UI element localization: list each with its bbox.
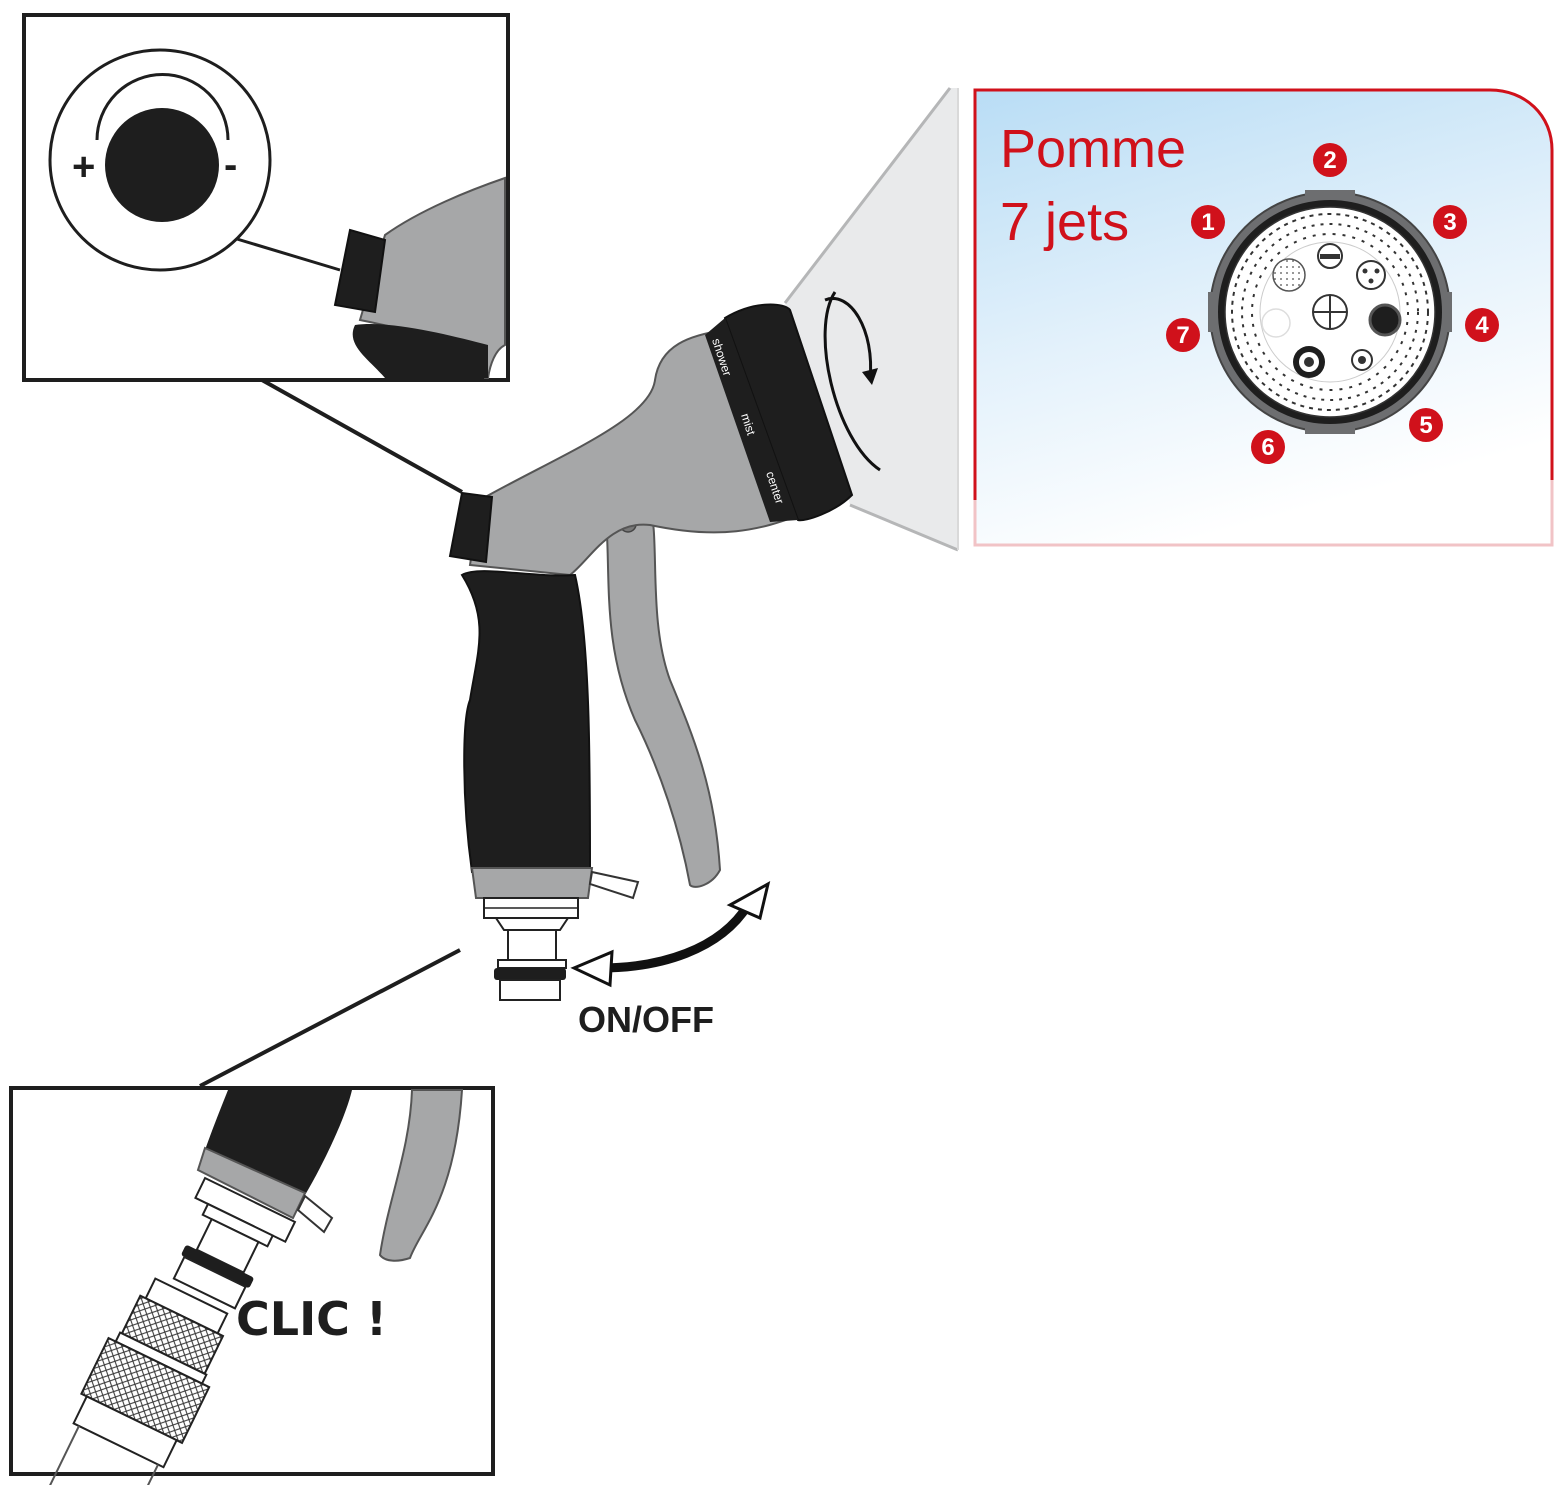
on-off-label: ON/OFF	[578, 999, 714, 1040]
leader-line-connector	[199, 948, 461, 1088]
inset-hose-connection	[9, 1086, 495, 1485]
circular-arrow-icon	[823, 291, 881, 472]
jet-badge-6	[1251, 430, 1285, 464]
handle-grip[interactable]	[460, 570, 592, 874]
hose-connector	[483, 897, 579, 1001]
flow-dial-knob[interactable]	[448, 491, 494, 564]
jet-number-2: 2	[1323, 147, 1336, 174]
handle-collar	[470, 867, 594, 899]
jet-number-6: 6	[1261, 434, 1274, 461]
jet-number-3: 3	[1443, 209, 1456, 236]
jet-number-4: 4	[1475, 312, 1489, 339]
spray-face	[1208, 190, 1452, 434]
ring-label-mist: mist	[738, 412, 758, 438]
panel-title-line2: 7 jets	[1000, 192, 1129, 252]
dial-plus-sign: +	[72, 145, 95, 189]
jet-badge-7	[1166, 318, 1200, 352]
leader-line-dial	[252, 373, 463, 494]
double-curved-arrow-icon	[570, 881, 771, 988]
jet-badge-3	[1433, 205, 1467, 239]
jet-number-badges	[1166, 143, 1499, 464]
jet-badge-2	[1313, 143, 1347, 177]
jet-number-labels: 1 2 3 4 5 6 7	[1176, 147, 1489, 461]
inset-flow-dial	[22, 13, 510, 382]
dial-minus-sign: -	[224, 143, 237, 187]
spray-cone-edge-bottom	[849, 503, 959, 552]
panel-title-line1: Pomme	[1000, 119, 1186, 179]
jet-badge-4	[1465, 308, 1499, 342]
jet-badge-5	[1409, 408, 1443, 442]
jet-number-5: 5	[1419, 412, 1432, 439]
spray-cone	[785, 88, 958, 550]
spray-cone-edge-top	[783, 87, 952, 304]
jet-badge-1	[1191, 205, 1225, 239]
jet-number-1: 1	[1201, 209, 1214, 236]
jet-number-7: 7	[1176, 322, 1189, 349]
clic-label: CLIC !	[236, 1292, 387, 1346]
trigger-lock-tab[interactable]	[588, 870, 640, 900]
spray-head-ring[interactable]	[705, 303, 854, 522]
trigger-lever[interactable]	[603, 495, 722, 888]
